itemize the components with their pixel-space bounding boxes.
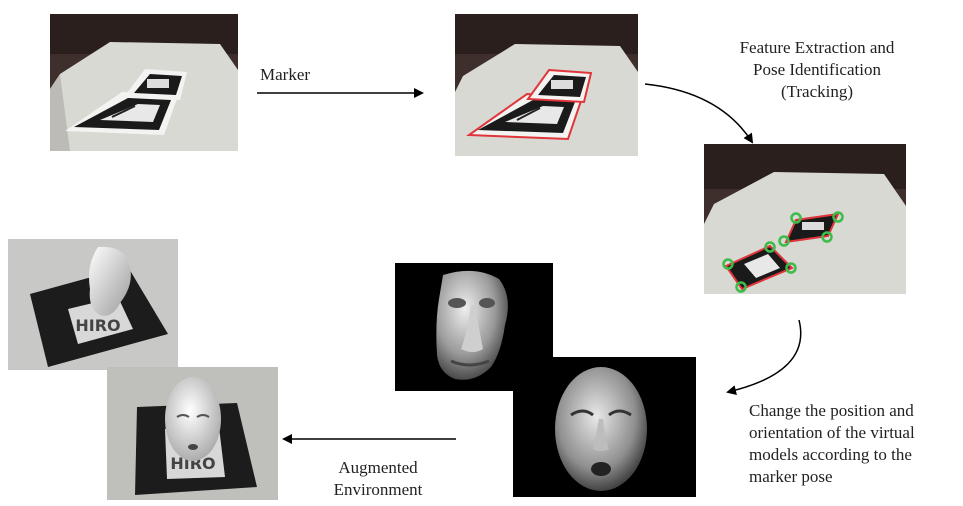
marker-label: Marker [260, 65, 311, 84]
arrow-to-change-pose [726, 319, 802, 396]
augmented-result-image-2: HIRO [107, 367, 278, 500]
marker-detection-image [455, 14, 638, 156]
augmented-result-image-1: HIRO [8, 239, 178, 370]
change-pose-label: Change the position and orientation of t… [749, 401, 915, 486]
svg-text:HIRO: HIRO [170, 454, 215, 473]
marker-1 [65, 92, 178, 135]
marker-glyph: HIRO [75, 316, 120, 335]
tracking-label: Feature Extraction and Pose Identificati… [739, 38, 895, 101]
augmented-label: Augmented Environment [333, 458, 423, 499]
marker-2 [124, 69, 187, 100]
virtual-model-image-2 [513, 357, 696, 497]
virtual-model-image-1 [395, 263, 553, 391]
feature-points [722, 211, 844, 293]
camera-input-image [50, 14, 238, 151]
tracking-image [704, 144, 906, 294]
